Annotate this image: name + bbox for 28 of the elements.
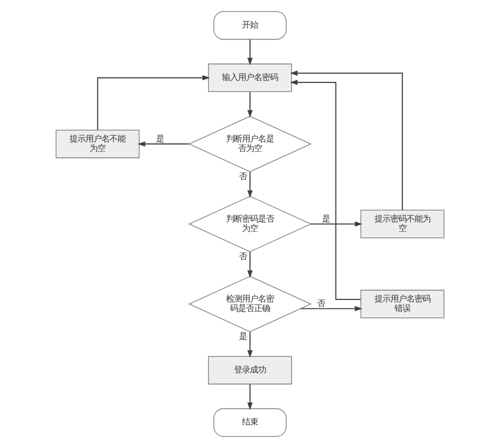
node-box: 结束 [213, 408, 287, 437]
arrow [290, 70, 403, 210]
edge-label: 是 [322, 214, 330, 224]
arrow [97, 75, 210, 130]
arrow [247, 92, 253, 118]
edge-label: 是 [239, 330, 248, 341]
edge-label: 否 [317, 298, 326, 308]
arrow [247, 172, 253, 198]
arrow [247, 39, 253, 66]
node-box: 提示用户名密码错误 [360, 290, 444, 318]
arrow [247, 332, 253, 358]
arrow [138, 141, 189, 147]
arrow [300, 306, 362, 312]
edge-label: 否 [239, 250, 248, 261]
arrow [290, 80, 361, 300]
edge-label: 是 [156, 134, 164, 144]
node-diamond: 判断密码是否为空 [188, 196, 312, 252]
arrow [247, 384, 253, 410]
arrow [247, 252, 253, 278]
node-box: 登录成功 [208, 356, 292, 384]
node-diamond: 检测用户名密码是否正确 [188, 276, 312, 332]
node-box: 开始 [213, 11, 287, 40]
node-box: 提示密码不能为空 [360, 210, 444, 238]
node-box: 提示用户名不能为空 [56, 130, 140, 158]
node-box: 输入用户名密码 [208, 64, 292, 92]
node-diamond: 判断用户名是否为空 [188, 116, 312, 172]
arrow [310, 221, 362, 227]
edge-label: 否 [239, 170, 248, 181]
